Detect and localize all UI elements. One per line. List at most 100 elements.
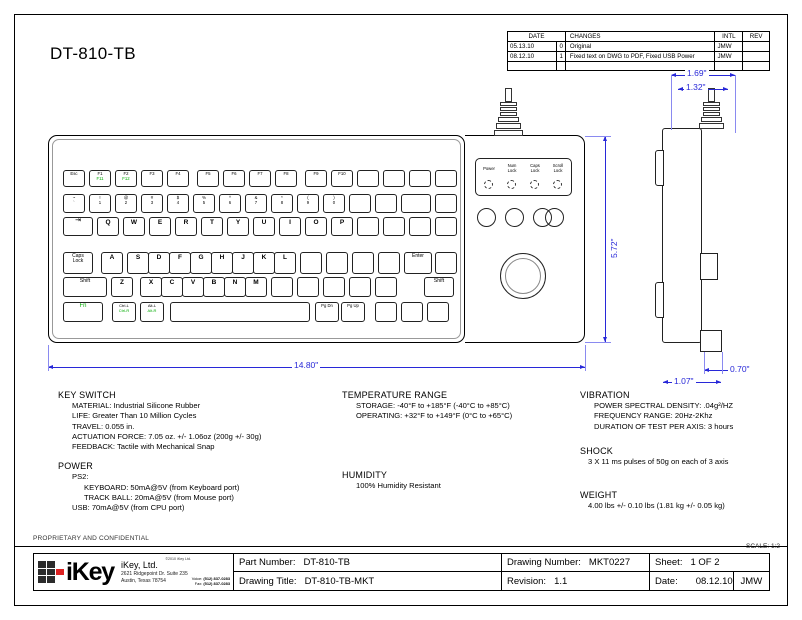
- footer-divider: [15, 546, 787, 547]
- key-z: Z: [111, 277, 133, 297]
- dimension-arrow-right: [580, 364, 585, 369]
- dimension-arrow-right: [716, 379, 721, 384]
- date-value: 08.12.10: [695, 575, 733, 587]
- spec-heading-power: POWER: [58, 461, 94, 472]
- key-quote: [326, 252, 348, 274]
- drawing-title-row: Drawing Title: DT-810-TB-MKT: [234, 572, 501, 590]
- revision-table-row: 05.13.10 0 Original JMW: [506, 41, 770, 52]
- key-fn-extra-2: [435, 170, 457, 187]
- dimension-line-height: [605, 136, 606, 342]
- sheet-row: Sheet: 1 OF 2: [650, 554, 769, 572]
- key-g: G: [190, 252, 212, 274]
- copyright-notice: ©2010 iKey Ltd.: [165, 557, 191, 561]
- spec-heading-humidity: HUMIDITY: [342, 469, 388, 480]
- side-view-tab-upper: [655, 150, 664, 186]
- spec-item-actuation-force: ACTUATION FORCE: 7.05 oz. +/- 1.06oz (20…: [72, 431, 262, 441]
- logo-wordmark: iKey: [66, 557, 115, 586]
- extension-line-right: [585, 345, 586, 371]
- spec-item-storage-temp: STORAGE: -40°F to +185°F (-40°C to +85°C…: [356, 401, 510, 411]
- extension-line-bottom: [585, 342, 611, 343]
- key-fn: Fn: [63, 302, 103, 322]
- key-shift-right: Shift: [424, 277, 454, 297]
- scale-note: SCALE: 1:2: [746, 543, 780, 550]
- hotkey-button-1: [477, 208, 496, 227]
- revision-table-row: 08.12.10 1 Fixed text on DWG to PDF, Fix…: [506, 51, 770, 62]
- key-tab: ⇥: [63, 217, 93, 236]
- key-comma: [271, 277, 293, 297]
- revision-table-header-row: DATE CHANGES INTL REV: [507, 31, 770, 42]
- date-cell: Date: 08.12.10: [650, 572, 733, 590]
- page-title: DT-810-TB: [50, 44, 136, 63]
- spec-item-ps2-label: PS2:: [72, 472, 89, 482]
- key-f9: F9: [305, 170, 327, 187]
- key-f6: F6: [223, 170, 245, 187]
- key-f3: F3: [141, 170, 163, 187]
- key-f7: F7: [249, 170, 271, 187]
- date-label: Date:: [655, 575, 678, 587]
- key-r: R: [175, 217, 197, 236]
- extension-line: [671, 75, 672, 130]
- side-view-tab-lower: [655, 282, 664, 318]
- hotkey-button-2: [505, 208, 524, 227]
- extension-line-left: [48, 345, 49, 371]
- title-block-logo-cell: iKey iKey, Ltd. 2621 Ridgepoint Dr. Suit…: [34, 554, 234, 590]
- address-line-1: 2621 Ridgepoint Dr. Suite 235: [121, 571, 188, 578]
- spec-heading-weight: WEIGHT: [580, 490, 618, 501]
- key-k: K: [253, 252, 275, 274]
- dimension-cable-outer-label: 1.69": [685, 68, 709, 78]
- extension-line-top: [585, 136, 611, 137]
- revision-row-number: [556, 61, 566, 71]
- key-shift-extra: [349, 277, 371, 297]
- voice-label: Voice:: [191, 576, 203, 581]
- dimension-line-side-depth: [704, 370, 728, 371]
- key-0: )0: [323, 194, 345, 213]
- spec-item-usb-power: USB: 70mA@5V (from CPU port): [72, 503, 185, 513]
- key-x: X: [140, 277, 162, 297]
- voice-number: (512) 837-0283: [203, 576, 230, 581]
- key-7: &7: [245, 194, 267, 213]
- dimension-arrow-left: [48, 364, 53, 369]
- key-f8: F8: [275, 170, 297, 187]
- extension-line: [704, 352, 705, 374]
- drawing-number-label: Drawing Number:: [507, 557, 581, 568]
- key-1: !1: [89, 194, 111, 213]
- key-j: J: [232, 252, 254, 274]
- date-initials-row: Date: 08.12.10 JMW: [650, 572, 769, 590]
- spec-heading-vibration: VIBRATION: [580, 390, 630, 400]
- revision-row-changes: Fixed text on DWG to PDF, Fixed USB Powe…: [564, 51, 716, 62]
- revision-row-intl: JMW: [714, 41, 744, 52]
- key-u: U: [253, 217, 275, 236]
- spec-item-material: MATERIAL: Industrial Silicone Rubber: [72, 401, 201, 411]
- spec-item-weight: 4.00 lbs +/- 0.10 lbs (1.81 kg +/- 0.05 …: [588, 501, 725, 511]
- key-3: #3: [141, 194, 163, 213]
- initials-cell: JMW: [732, 572, 769, 590]
- revision-row-changes: Original: [564, 41, 716, 52]
- revision-header-date: DATE: [507, 31, 566, 42]
- key-down-arrow: [375, 302, 397, 322]
- drawing-number-column: Drawing Number: MKT0227 Revision: 1.1: [502, 554, 649, 590]
- key-f4: F4: [167, 170, 189, 187]
- key-b: B: [203, 277, 225, 297]
- key-right-arrow: [427, 302, 449, 322]
- key-n: N: [224, 277, 246, 297]
- key-home-extra-2: [378, 252, 400, 274]
- led-dot-power: [484, 180, 493, 189]
- led-dot-scroll-lock: [553, 180, 562, 189]
- key-d: D: [148, 252, 170, 274]
- key-fn-extra-1: [409, 170, 431, 187]
- key-f10: F10: [331, 170, 353, 187]
- dimension-arrow-up: [602, 136, 607, 141]
- side-view-foot: [700, 330, 722, 352]
- key-bracket-left: [357, 217, 379, 236]
- extension-line: [735, 75, 736, 133]
- revision-header-changes: CHANGES: [564, 31, 716, 42]
- revision-row-number: 1: [556, 51, 566, 62]
- key-esc: Esc: [63, 170, 85, 187]
- key-page-up: Pg Up: [341, 302, 365, 322]
- spec-item-trackball-power: TRACK BALL: 20mA@5V (from Mouse port): [84, 492, 234, 502]
- revision-table-row: [506, 61, 770, 71]
- key-i: I: [279, 217, 301, 236]
- spec-item-feedback: FEEDBACK: Tactile with Mechanical Snap: [72, 442, 215, 452]
- spec-item-keyboard-power: KEYBOARD: 50mA@5V (from Keyboard port): [84, 482, 240, 492]
- key-backslash: [409, 217, 431, 236]
